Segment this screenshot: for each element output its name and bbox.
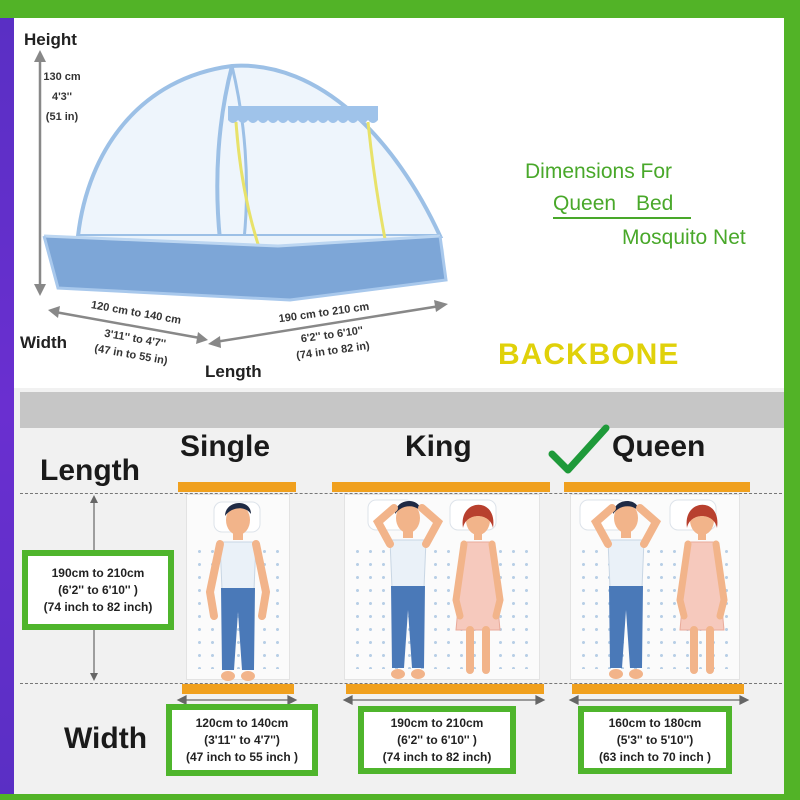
length-label: Length — [205, 362, 262, 381]
king-width-in: (74 inch to 82 inch) — [382, 749, 492, 764]
queen-width-ft: (5'3'' to 5'10'') — [616, 732, 694, 747]
queen-title: Queen — [612, 430, 706, 463]
height-in: (51 in) — [45, 111, 79, 123]
height-label: Height — [24, 30, 77, 49]
heading-underline — [553, 217, 691, 219]
king-footboard — [346, 684, 544, 694]
width-label: Width — [20, 333, 68, 352]
single-width-box: 120cm to 140cm (3'11'' to 4'7'') (47 inc… — [166, 704, 318, 776]
bottom-guide-line — [20, 683, 782, 684]
frame-top-border — [0, 0, 800, 18]
frame-bottom-border — [0, 794, 800, 800]
single-width-in: (47 inch to 55 inch ) — [185, 749, 299, 764]
row-width-label: Width — [64, 722, 148, 755]
king-width-cm: 190cm to 210cm — [390, 715, 484, 730]
queen-footboard — [572, 684, 744, 694]
frame-left-border — [0, 18, 14, 800]
king-headboard — [332, 482, 550, 492]
queen-width-box: 160cm to 180cm (5'3'' to 5'10'') (63 inc… — [578, 706, 732, 774]
frame-right-border — [784, 18, 800, 800]
top-guide-line — [20, 493, 782, 494]
king-title: King — [405, 430, 472, 463]
king-width-box: 190cm to 210cm (6'2'' to 6'10'' ) (74 in… — [358, 706, 516, 774]
header-band — [20, 392, 784, 428]
length-dim-cm: 190cm to 210cm — [51, 565, 145, 580]
single-footboard — [182, 684, 294, 694]
heading-line-1: Dimensions For — [525, 160, 673, 183]
height-cm: 130 cm — [43, 71, 81, 83]
king-bed — [344, 494, 540, 680]
length-dimension-box: 190cm to 210cm (6'2'' to 6'10'' ) (74 in… — [22, 550, 174, 630]
length-dim-ft: (6'2'' to 6'10'' ) — [58, 582, 138, 597]
single-headboard — [178, 482, 296, 492]
queen-headboard — [564, 482, 750, 492]
brand-label: BACKBONE — [498, 338, 680, 371]
single-width-cm: 120cm to 140cm — [195, 715, 289, 730]
row-length-label: Length — [40, 454, 140, 487]
queen-width-in: (63 inch to 70 inch ) — [598, 749, 712, 764]
king-width-ft: (6'2'' to 6'10'' ) — [397, 732, 477, 747]
heading-line-3: Mosquito Net — [622, 226, 746, 249]
length-dim-in: (74 inch to 82 inch) — [43, 599, 153, 614]
single-title: Single — [180, 430, 271, 463]
queen-width-cm: 160cm to 180cm — [608, 715, 702, 730]
height-ft: 4'3'' — [51, 91, 73, 103]
heading-line-2-bed: Bed — [636, 192, 674, 215]
heading-line-2-queen: Queen — [553, 192, 617, 215]
checkmark-icon — [548, 424, 610, 474]
single-width-ft: (3'11'' to 4'7'') — [204, 732, 280, 747]
mosquito-net-tent-illustration — [34, 50, 448, 348]
